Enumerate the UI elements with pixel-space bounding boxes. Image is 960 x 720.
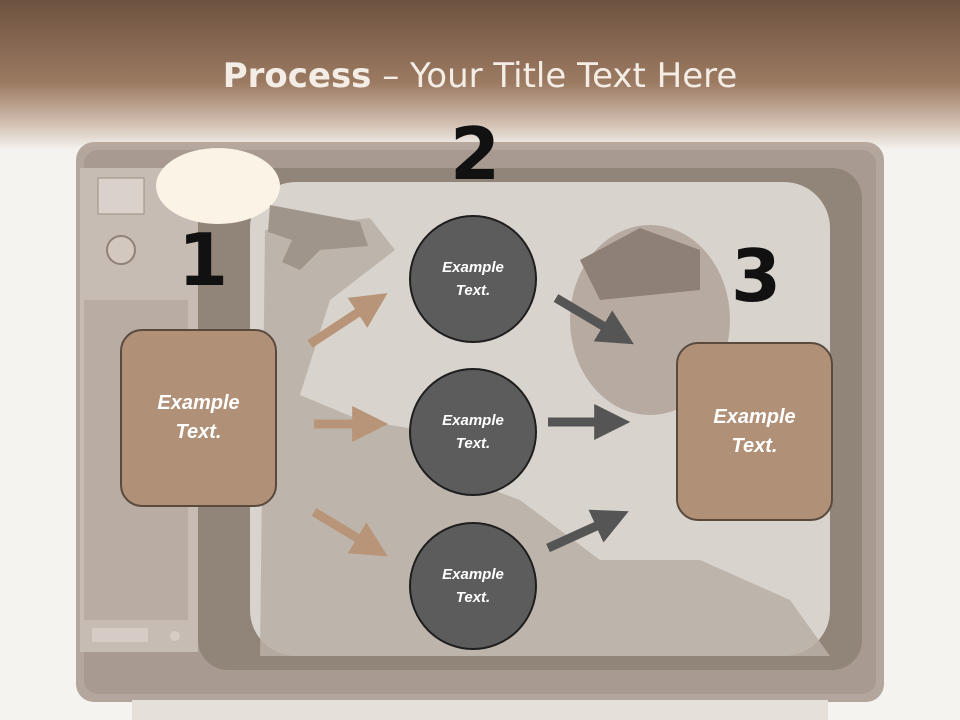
- step-number-3: 3: [731, 234, 782, 318]
- circle-top: Example Text.: [409, 215, 537, 343]
- circle-top-text: Example Text.: [442, 259, 504, 299]
- circle-middle: Example Text.: [409, 368, 537, 496]
- circle-bottom: Example Text.: [409, 522, 537, 650]
- right-step-box-text: Example Text.: [713, 405, 796, 457]
- title-rest-part: – Your Title Text Here: [371, 56, 738, 96]
- step-number-2: 2: [450, 112, 501, 196]
- circle-middle-text: Example Text.: [442, 412, 504, 452]
- step-number-1: 1: [178, 218, 229, 302]
- circle-bottom-text: Example Text.: [442, 566, 504, 606]
- slide-title: Process – Your Title Text Here: [0, 56, 960, 96]
- right-step-box: Example Text.: [676, 342, 833, 521]
- title-banner: [0, 0, 960, 150]
- title-bold-part: Process: [222, 56, 372, 96]
- left-step-box-text: Example Text.: [157, 392, 240, 443]
- left-step-box: Example Text.: [120, 329, 277, 507]
